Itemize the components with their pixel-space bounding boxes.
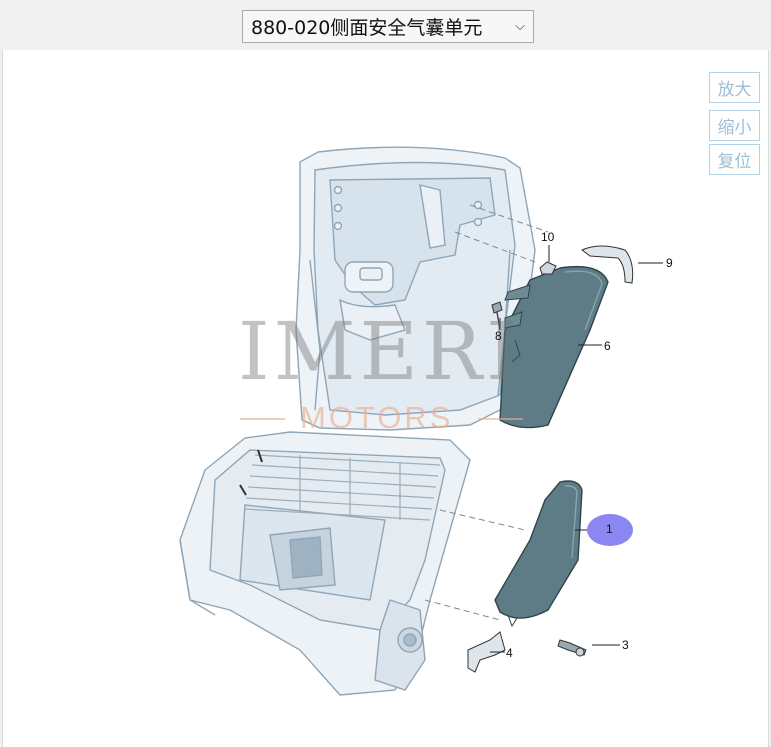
callout-8[interactable]: 8 [495, 329, 502, 343]
seat-back-frame [295, 146, 536, 431]
top-bar: 880-020侧面安全气囊单元 ⌵ [0, 0, 771, 50]
callout-1[interactable]: 1 [606, 522, 613, 536]
part-9-bracket[interactable] [581, 245, 634, 284]
part-6-airbag-module[interactable] [499, 265, 609, 429]
diagram-select-value: 880-020侧面安全气囊单元 [251, 17, 483, 39]
zoom-in-button[interactable]: 放大 [709, 72, 760, 103]
assembly-leaders [424, 204, 549, 621]
watermark-brand: IMERI [238, 305, 522, 398]
part-1-airbag-unit[interactable] [494, 480, 583, 628]
part-4-bracket[interactable] [467, 631, 506, 673]
callout-1-highlight[interactable] [587, 514, 633, 546]
part-3-bolt[interactable] [557, 639, 587, 657]
callout-3[interactable]: 3 [622, 638, 629, 652]
callout-4[interactable]: 4 [506, 646, 513, 660]
watermark-rule-left [240, 418, 285, 420]
part-10-clip[interactable] [539, 261, 557, 275]
callout-6[interactable]: 6 [604, 339, 611, 353]
callout-10[interactable]: 10 [541, 230, 555, 244]
callout-leaders [490, 245, 663, 653]
diagram-select[interactable]: 880-020侧面安全气囊单元 ⌵ [242, 10, 534, 43]
watermark-rule-right [478, 418, 523, 420]
zoom-out-button[interactable]: 缩小 [709, 110, 760, 141]
seat-cushion-frame [179, 431, 471, 696]
callout-9[interactable]: 9 [666, 256, 673, 270]
watermark-sub: MOTORS [300, 400, 454, 435]
reset-view-button[interactable]: 复位 [709, 144, 760, 175]
chevron-down-icon: ⌵ [515, 19, 525, 34]
